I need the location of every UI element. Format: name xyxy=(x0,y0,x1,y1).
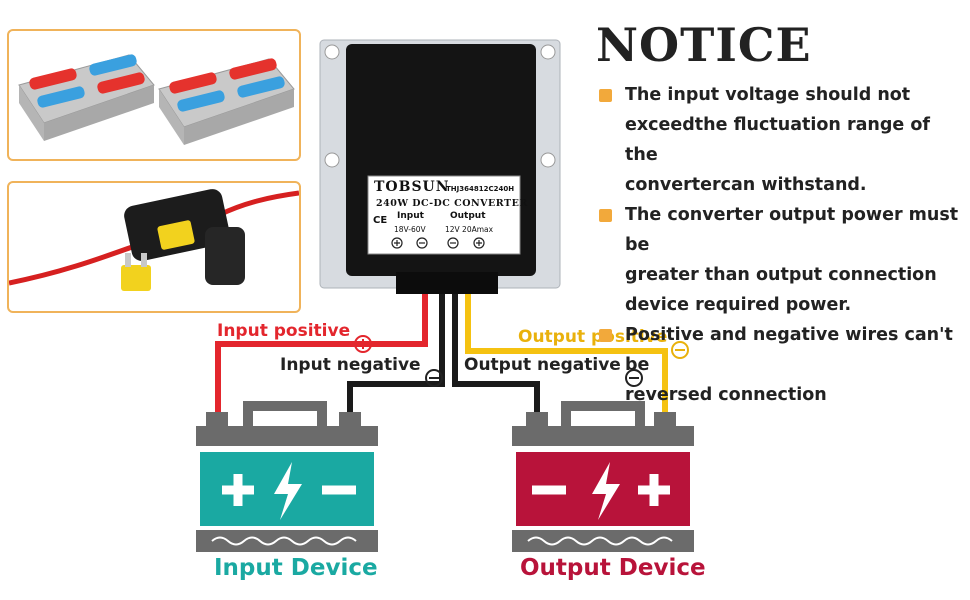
bullet-square-icon xyxy=(599,89,612,102)
input-positive-wire xyxy=(215,290,428,420)
notice-title: NOTICE xyxy=(596,18,812,72)
output-negative-wire xyxy=(452,290,540,420)
input-battery-icon xyxy=(196,401,378,552)
lever-wire-connector-icon xyxy=(18,54,295,145)
input-negative-label: Input negative- xyxy=(280,355,443,387)
converter-output-spec: 12V 20Amax xyxy=(445,225,494,234)
fuse-holder-panel xyxy=(7,181,301,313)
notice-item: The converter output power must be great… xyxy=(597,200,967,320)
dc-dc-converter xyxy=(319,39,561,294)
input-positive-label: Input positive+ xyxy=(217,321,373,353)
converter-input-label: Input xyxy=(397,211,424,221)
output-positive-label: Output positive- xyxy=(518,327,690,359)
converter-label-plate xyxy=(367,175,521,255)
wire-connectors-panel xyxy=(7,29,301,161)
notice-item: Positive and negative wires can't be rev… xyxy=(597,320,967,410)
output-positive-wire xyxy=(465,290,668,420)
bullet-square-icon xyxy=(599,329,612,342)
converter-description: 240W DC-DC CONVERTER xyxy=(376,198,528,209)
ce-mark: CE xyxy=(373,215,388,226)
converter-input-range: 18V-60V xyxy=(394,225,426,234)
output-battery-icon xyxy=(512,401,694,552)
input-negative-wire xyxy=(347,290,445,420)
converter-brand: TOBSUN xyxy=(374,179,450,195)
bullet-square-icon xyxy=(599,209,612,222)
input-device-label: Input Device xyxy=(214,555,378,581)
converter-model: THJ364812C240H xyxy=(446,185,515,193)
notice-item: The input voltage should not exceedthe f… xyxy=(597,80,967,200)
lightning-bolt-icon xyxy=(274,462,302,520)
inline-fuse-holder-icon xyxy=(9,189,299,291)
converter-output-label: Output xyxy=(450,211,486,221)
notice-list: The input voltage should not exceedthe f… xyxy=(597,80,967,410)
output-device-label: Output Device xyxy=(520,555,706,581)
lightning-bolt-icon xyxy=(592,462,620,520)
minus-circle-icon: - xyxy=(671,341,690,359)
minus-circle-icon: - xyxy=(424,369,443,387)
output-negative-label: Output negative- xyxy=(464,355,643,387)
plus-circle-icon: + xyxy=(354,335,373,353)
minus-circle-icon: - xyxy=(624,369,643,387)
